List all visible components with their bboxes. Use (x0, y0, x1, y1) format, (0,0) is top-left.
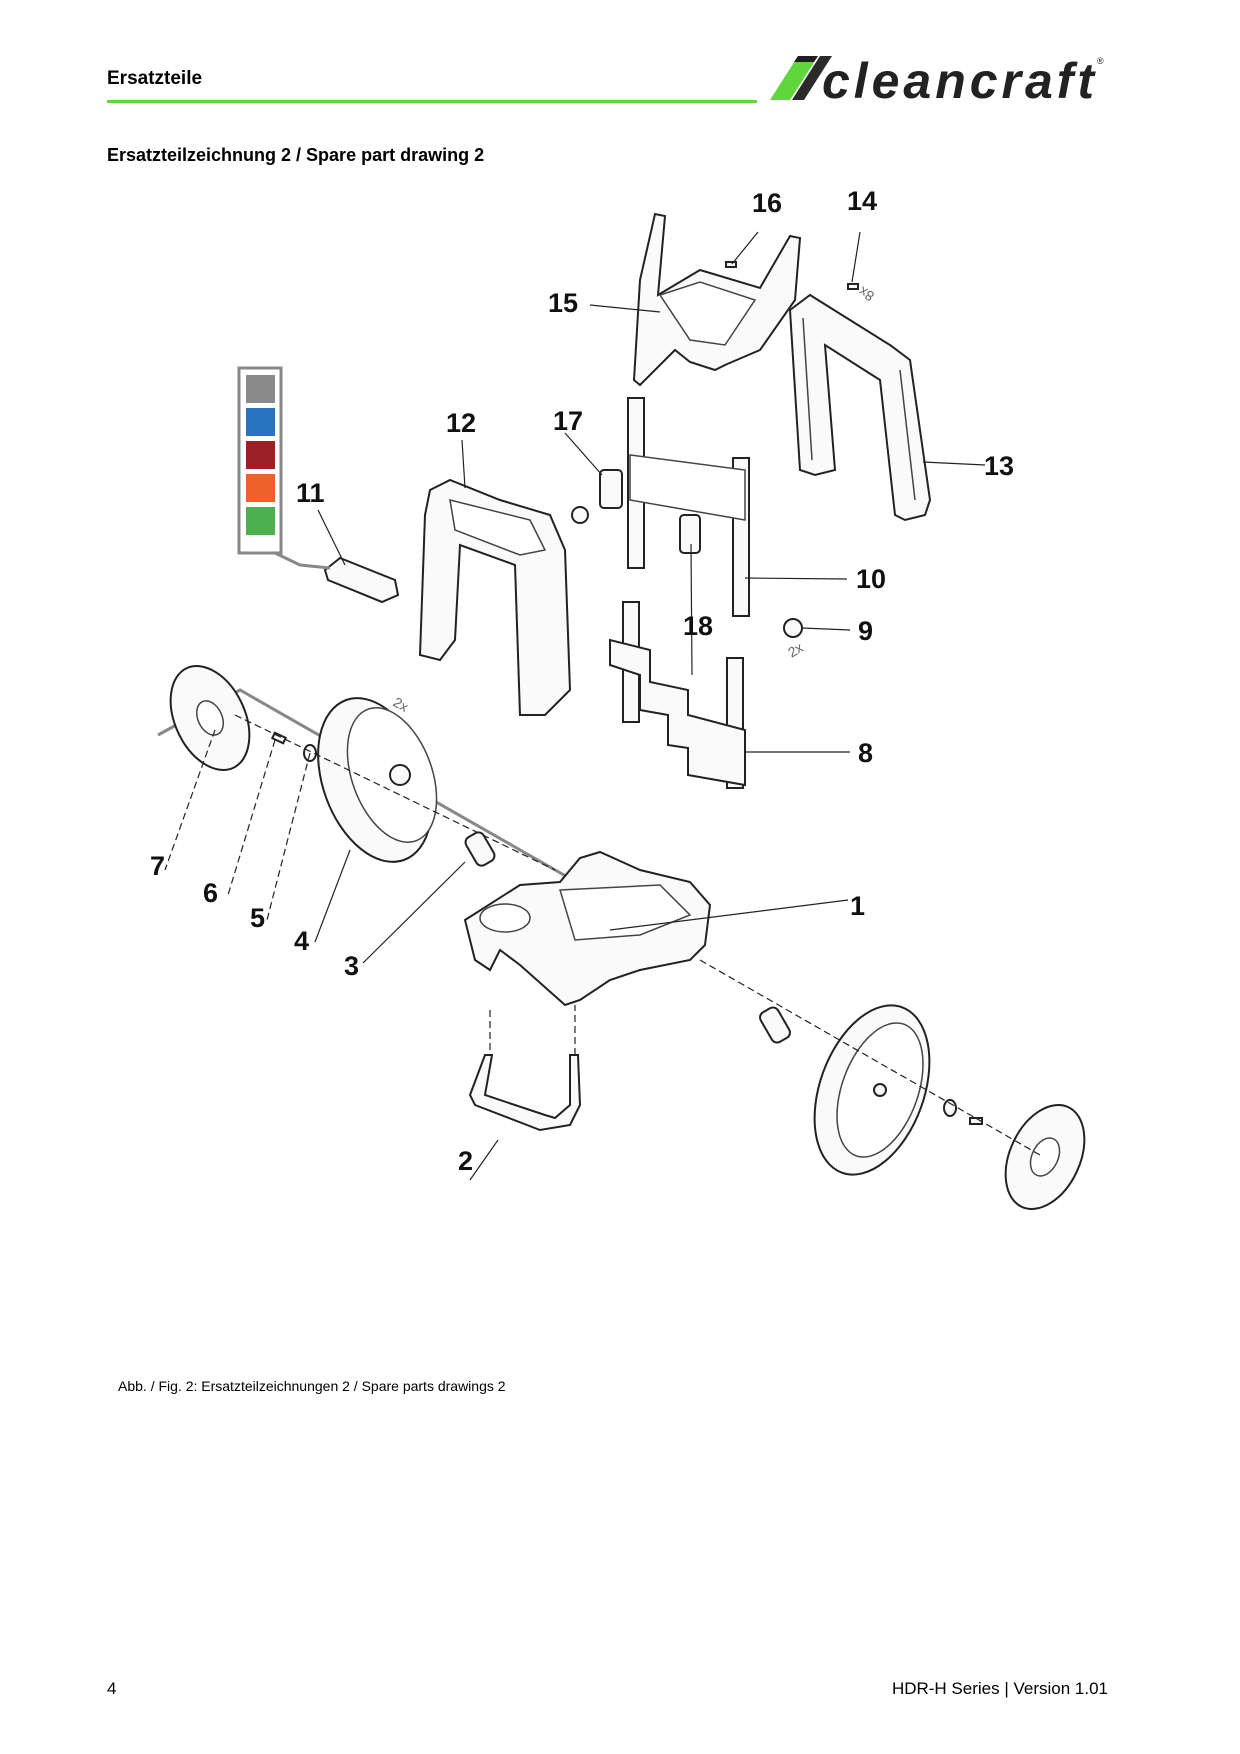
part-9-knob (783, 618, 803, 638)
adjust-knob (571, 506, 589, 524)
swatch-grey (246, 375, 275, 403)
part-4-wheel-left (317, 697, 438, 863)
callout-2: 2 (458, 1146, 473, 1176)
callout-13: 13 (984, 451, 1014, 481)
callout-4: 4 (294, 926, 309, 956)
part-10-tubes (627, 397, 750, 617)
callout-16: 16 (752, 188, 782, 218)
axle-sleeve-right (759, 1006, 791, 1044)
part-14-screw (847, 283, 859, 290)
callout-14: 14 (847, 186, 877, 216)
swatch-orange (246, 474, 275, 502)
figure-caption: Abb. / Fig. 2: Ersatzteilzeichnungen 2 /… (118, 1378, 506, 1394)
washer-right (943, 1099, 957, 1117)
callout-9: 9 (858, 616, 873, 646)
part-2-stand (468, 1054, 582, 1132)
color-swatch-box (237, 366, 331, 570)
part-7-wheel-cap-left (169, 665, 251, 771)
svg-text:®: ® (1097, 56, 1104, 66)
callout-12: 12 (446, 408, 476, 438)
part-8-lower-tubes (609, 601, 746, 789)
callout-7: 7 (150, 851, 165, 881)
part-16-screw (725, 261, 737, 268)
part-12-handle (418, 478, 572, 716)
callout-5: 5 (250, 903, 265, 933)
callout-18: 18 (683, 611, 713, 641)
callout-3: 3 (344, 951, 359, 981)
logo-text: cleancraft (822, 53, 1096, 104)
part-6-bolt (270, 731, 288, 745)
callout-8: 8 (858, 738, 873, 768)
bolt-right (969, 1117, 983, 1125)
section-title: Ersatzteilzeichnung 2 / Spare part drawi… (107, 145, 485, 165)
part-11-grip (323, 556, 400, 604)
page-number: 4 (107, 1679, 117, 1698)
header-rule (107, 100, 757, 103)
swatch-blue (246, 408, 275, 436)
qty-screw-14: 8x (856, 284, 877, 305)
swatch-green (246, 507, 275, 535)
callout-11: 11 (296, 478, 325, 508)
callout-10: 10 (856, 564, 886, 594)
part-1-base (463, 850, 712, 1007)
qty-knob-9: 2x (785, 639, 806, 660)
part-13-frame (788, 293, 932, 522)
wheel-cap-right (1004, 1104, 1086, 1210)
part-17-clip (599, 469, 623, 509)
swatch-red (246, 441, 275, 469)
callout-1: 1 (850, 891, 865, 921)
part-18-clip (679, 514, 701, 554)
callout-17: 17 (553, 406, 583, 436)
header-title: Ersatzteile (107, 68, 203, 89)
callout-6: 6 (203, 878, 218, 908)
part-3-axle-sleeve (464, 831, 496, 867)
spare-part-drawing: 1 2 3 4 5 6 7 8 9 10 11 12 13 14 15 16 1… (150, 186, 1086, 1210)
wheel-right (813, 1004, 931, 1176)
cleancraft-logo: cleancraft ® (770, 53, 1104, 104)
part-15-bracket (632, 212, 802, 387)
doc-version: HDR-H Series | Version 1.01 (891, 1679, 1108, 1698)
callout-15: 15 (548, 288, 578, 318)
qty-wheel: 2x (391, 694, 412, 715)
